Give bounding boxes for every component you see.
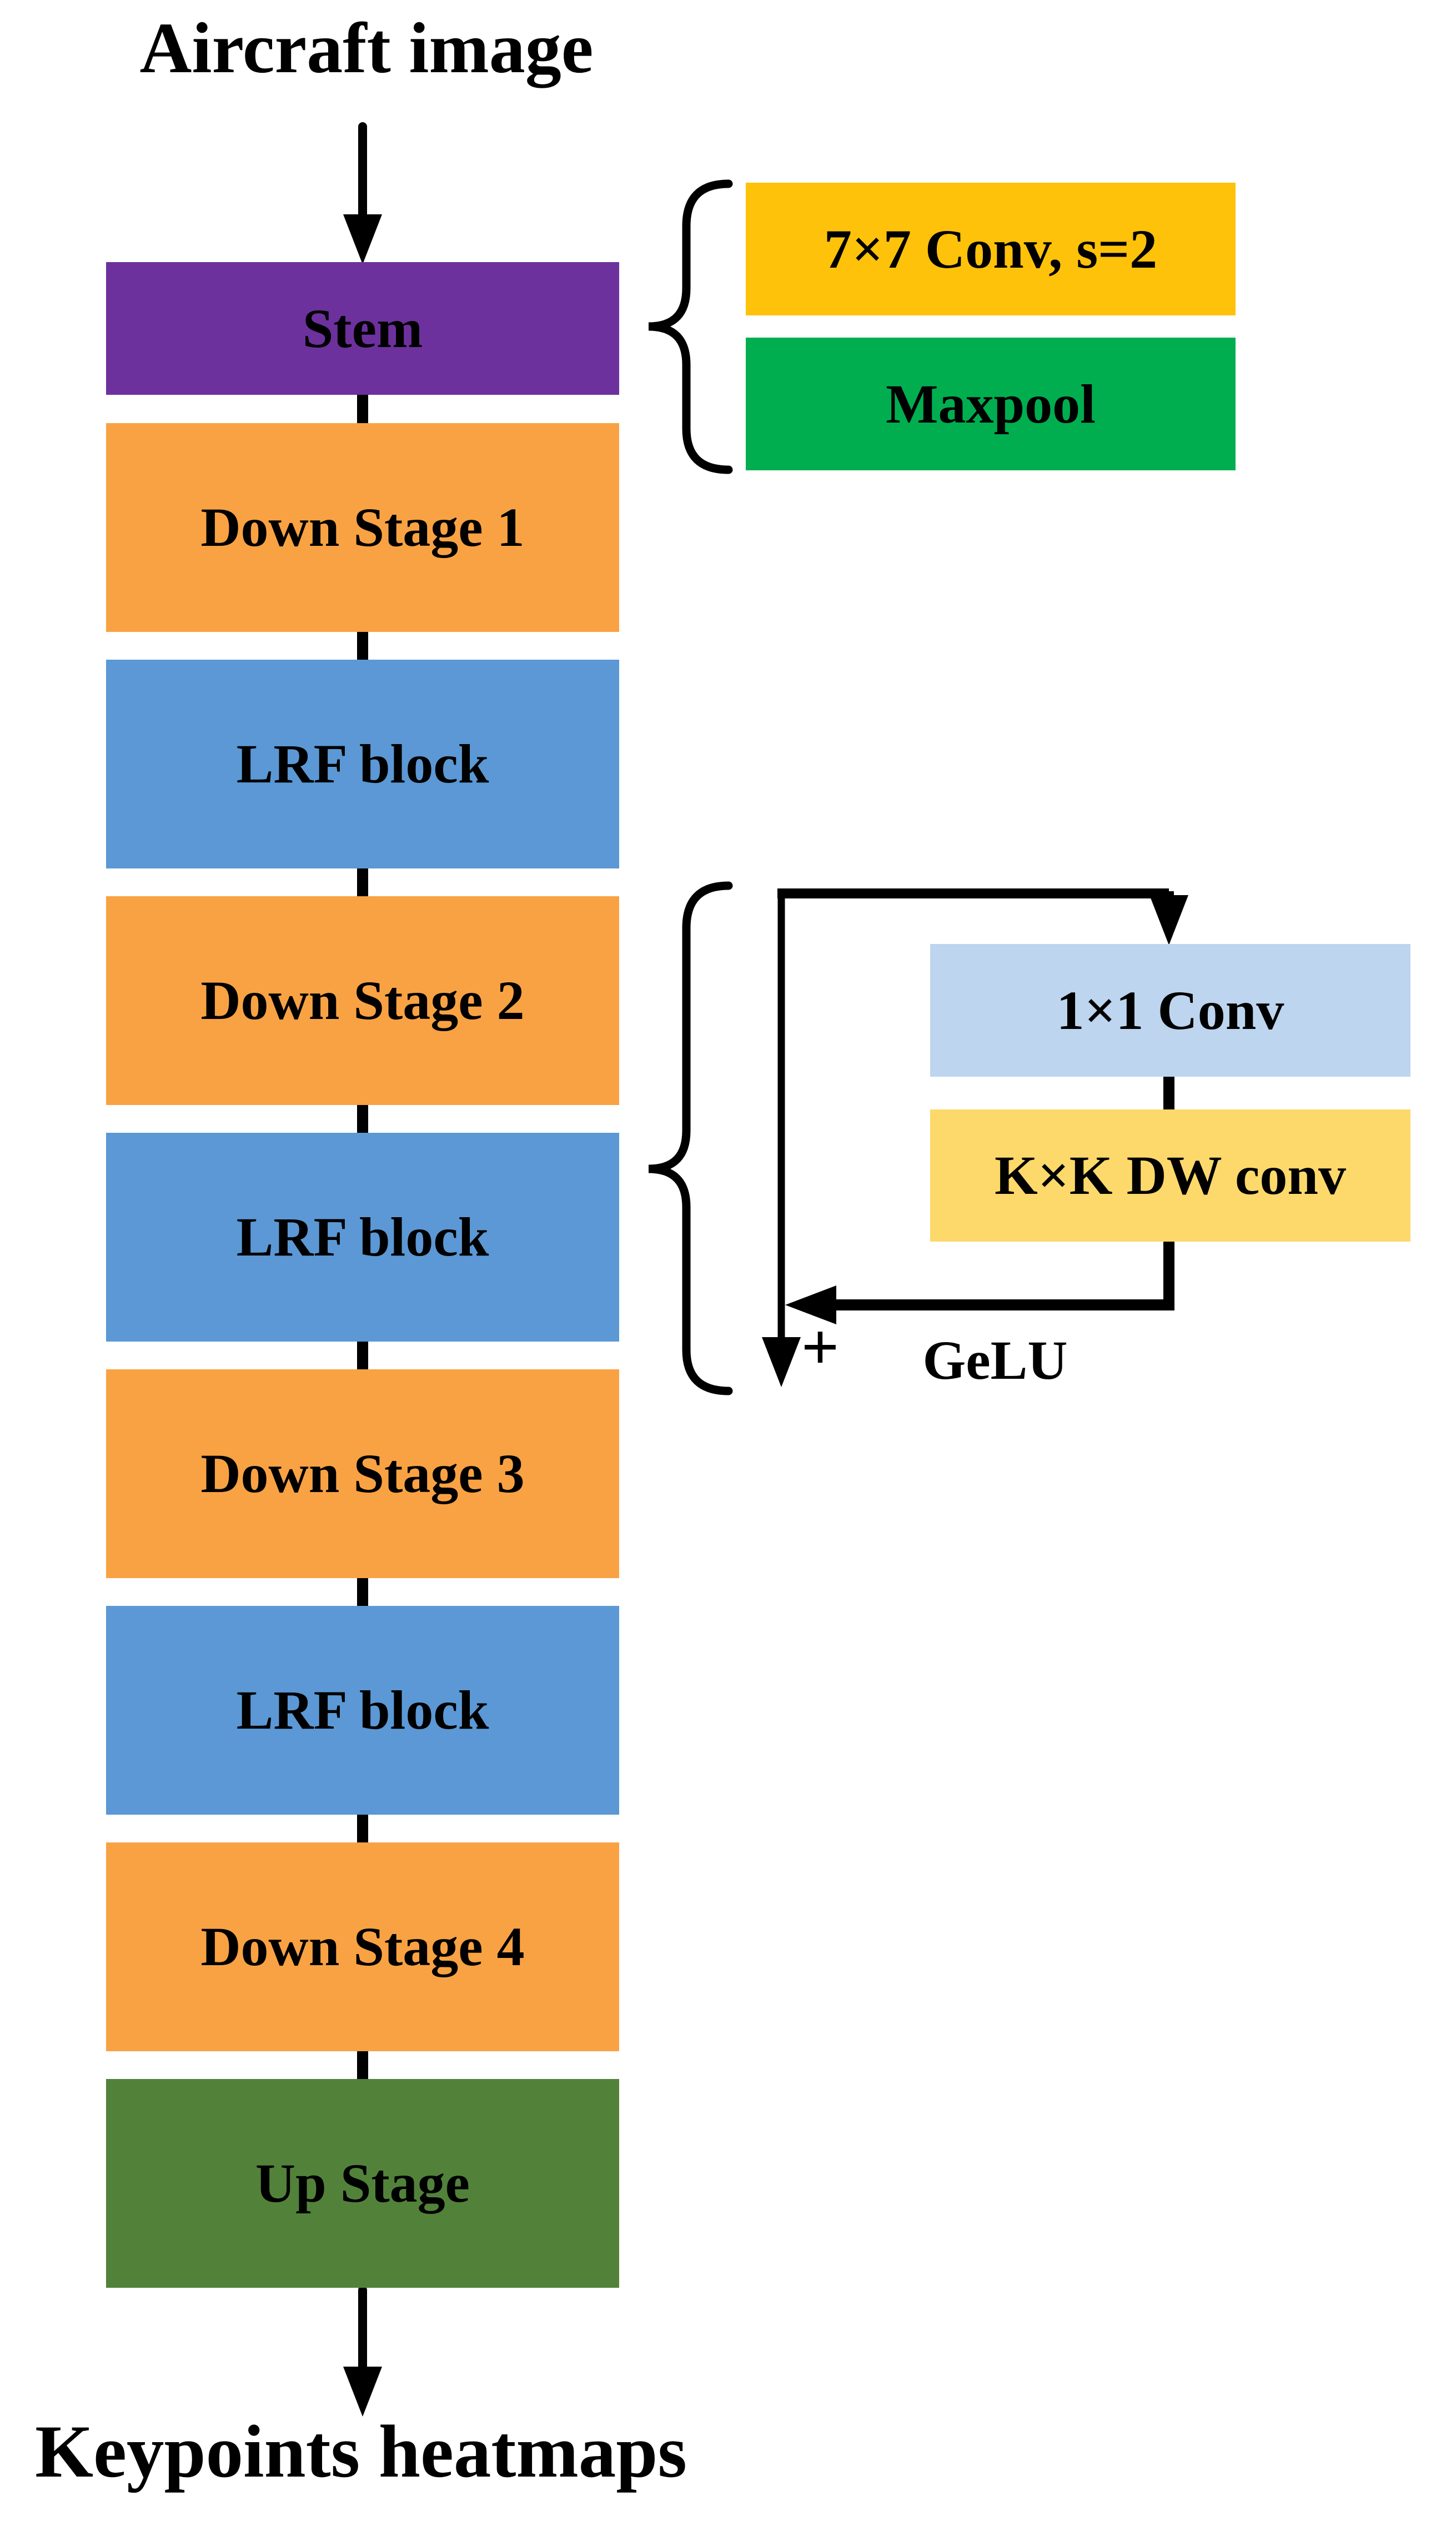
up-stage-box: Up Stage bbox=[106, 2079, 619, 2288]
dash-lrf2-downstage3 bbox=[357, 1335, 368, 1376]
lrf-block-2-box: LRF block bbox=[106, 1133, 619, 1342]
down-stage-3-box: Down Stage 3 bbox=[106, 1369, 619, 1578]
conv7x7-box: 7×7 Conv, s=2 bbox=[746, 183, 1236, 315]
skip-connection-line bbox=[762, 888, 1169, 1387]
dash-lrf1-downstage2 bbox=[357, 862, 368, 903]
maxpool-box: Maxpool bbox=[746, 338, 1236, 470]
input-label: Aircraft image bbox=[139, 8, 594, 88]
residual-return-arrow bbox=[785, 1242, 1174, 1324]
down-stage-1-box: Down Stage 1 bbox=[106, 423, 619, 632]
elementwise-sum-label: + bbox=[801, 1310, 840, 1384]
gelu-activation-label: GeLU bbox=[922, 1329, 1068, 1391]
lrf-block-3-box: LRF block bbox=[106, 1606, 619, 1815]
dwconv-box: K×K DW conv bbox=[930, 1109, 1410, 1242]
dash-downstage4-upstage bbox=[357, 2045, 368, 2086]
dash-downstage3-lrf3 bbox=[357, 1571, 368, 1613]
input-arrow bbox=[343, 122, 382, 264]
stem-box: Stem bbox=[106, 262, 619, 395]
stem-brace bbox=[648, 179, 733, 474]
branch-arrow-into-conv1x1 bbox=[1149, 891, 1188, 945]
dash-lrf3-downstage4 bbox=[357, 1808, 368, 1849]
dash-downstage2-lrf2 bbox=[357, 1098, 368, 1139]
output-label: Keypoints heatmaps bbox=[35, 2410, 687, 2493]
dash-stem-downstage1 bbox=[357, 388, 368, 430]
conv1x1-box: 1×1 Conv bbox=[930, 944, 1410, 1077]
down-stage-4-box: Down Stage 4 bbox=[106, 1842, 619, 2051]
lrf-block-1-box: LRF block bbox=[106, 660, 619, 868]
lrf-brace bbox=[648, 881, 733, 1395]
pipeline-connector-dashes bbox=[357, 388, 368, 2086]
down-stage-2-box: Down Stage 2 bbox=[106, 896, 619, 1105]
dash-downstage1-lrf1 bbox=[357, 625, 368, 666]
dash-conv1x1-dwconv bbox=[1163, 1070, 1174, 1116]
output-arrow bbox=[343, 2286, 382, 2417]
